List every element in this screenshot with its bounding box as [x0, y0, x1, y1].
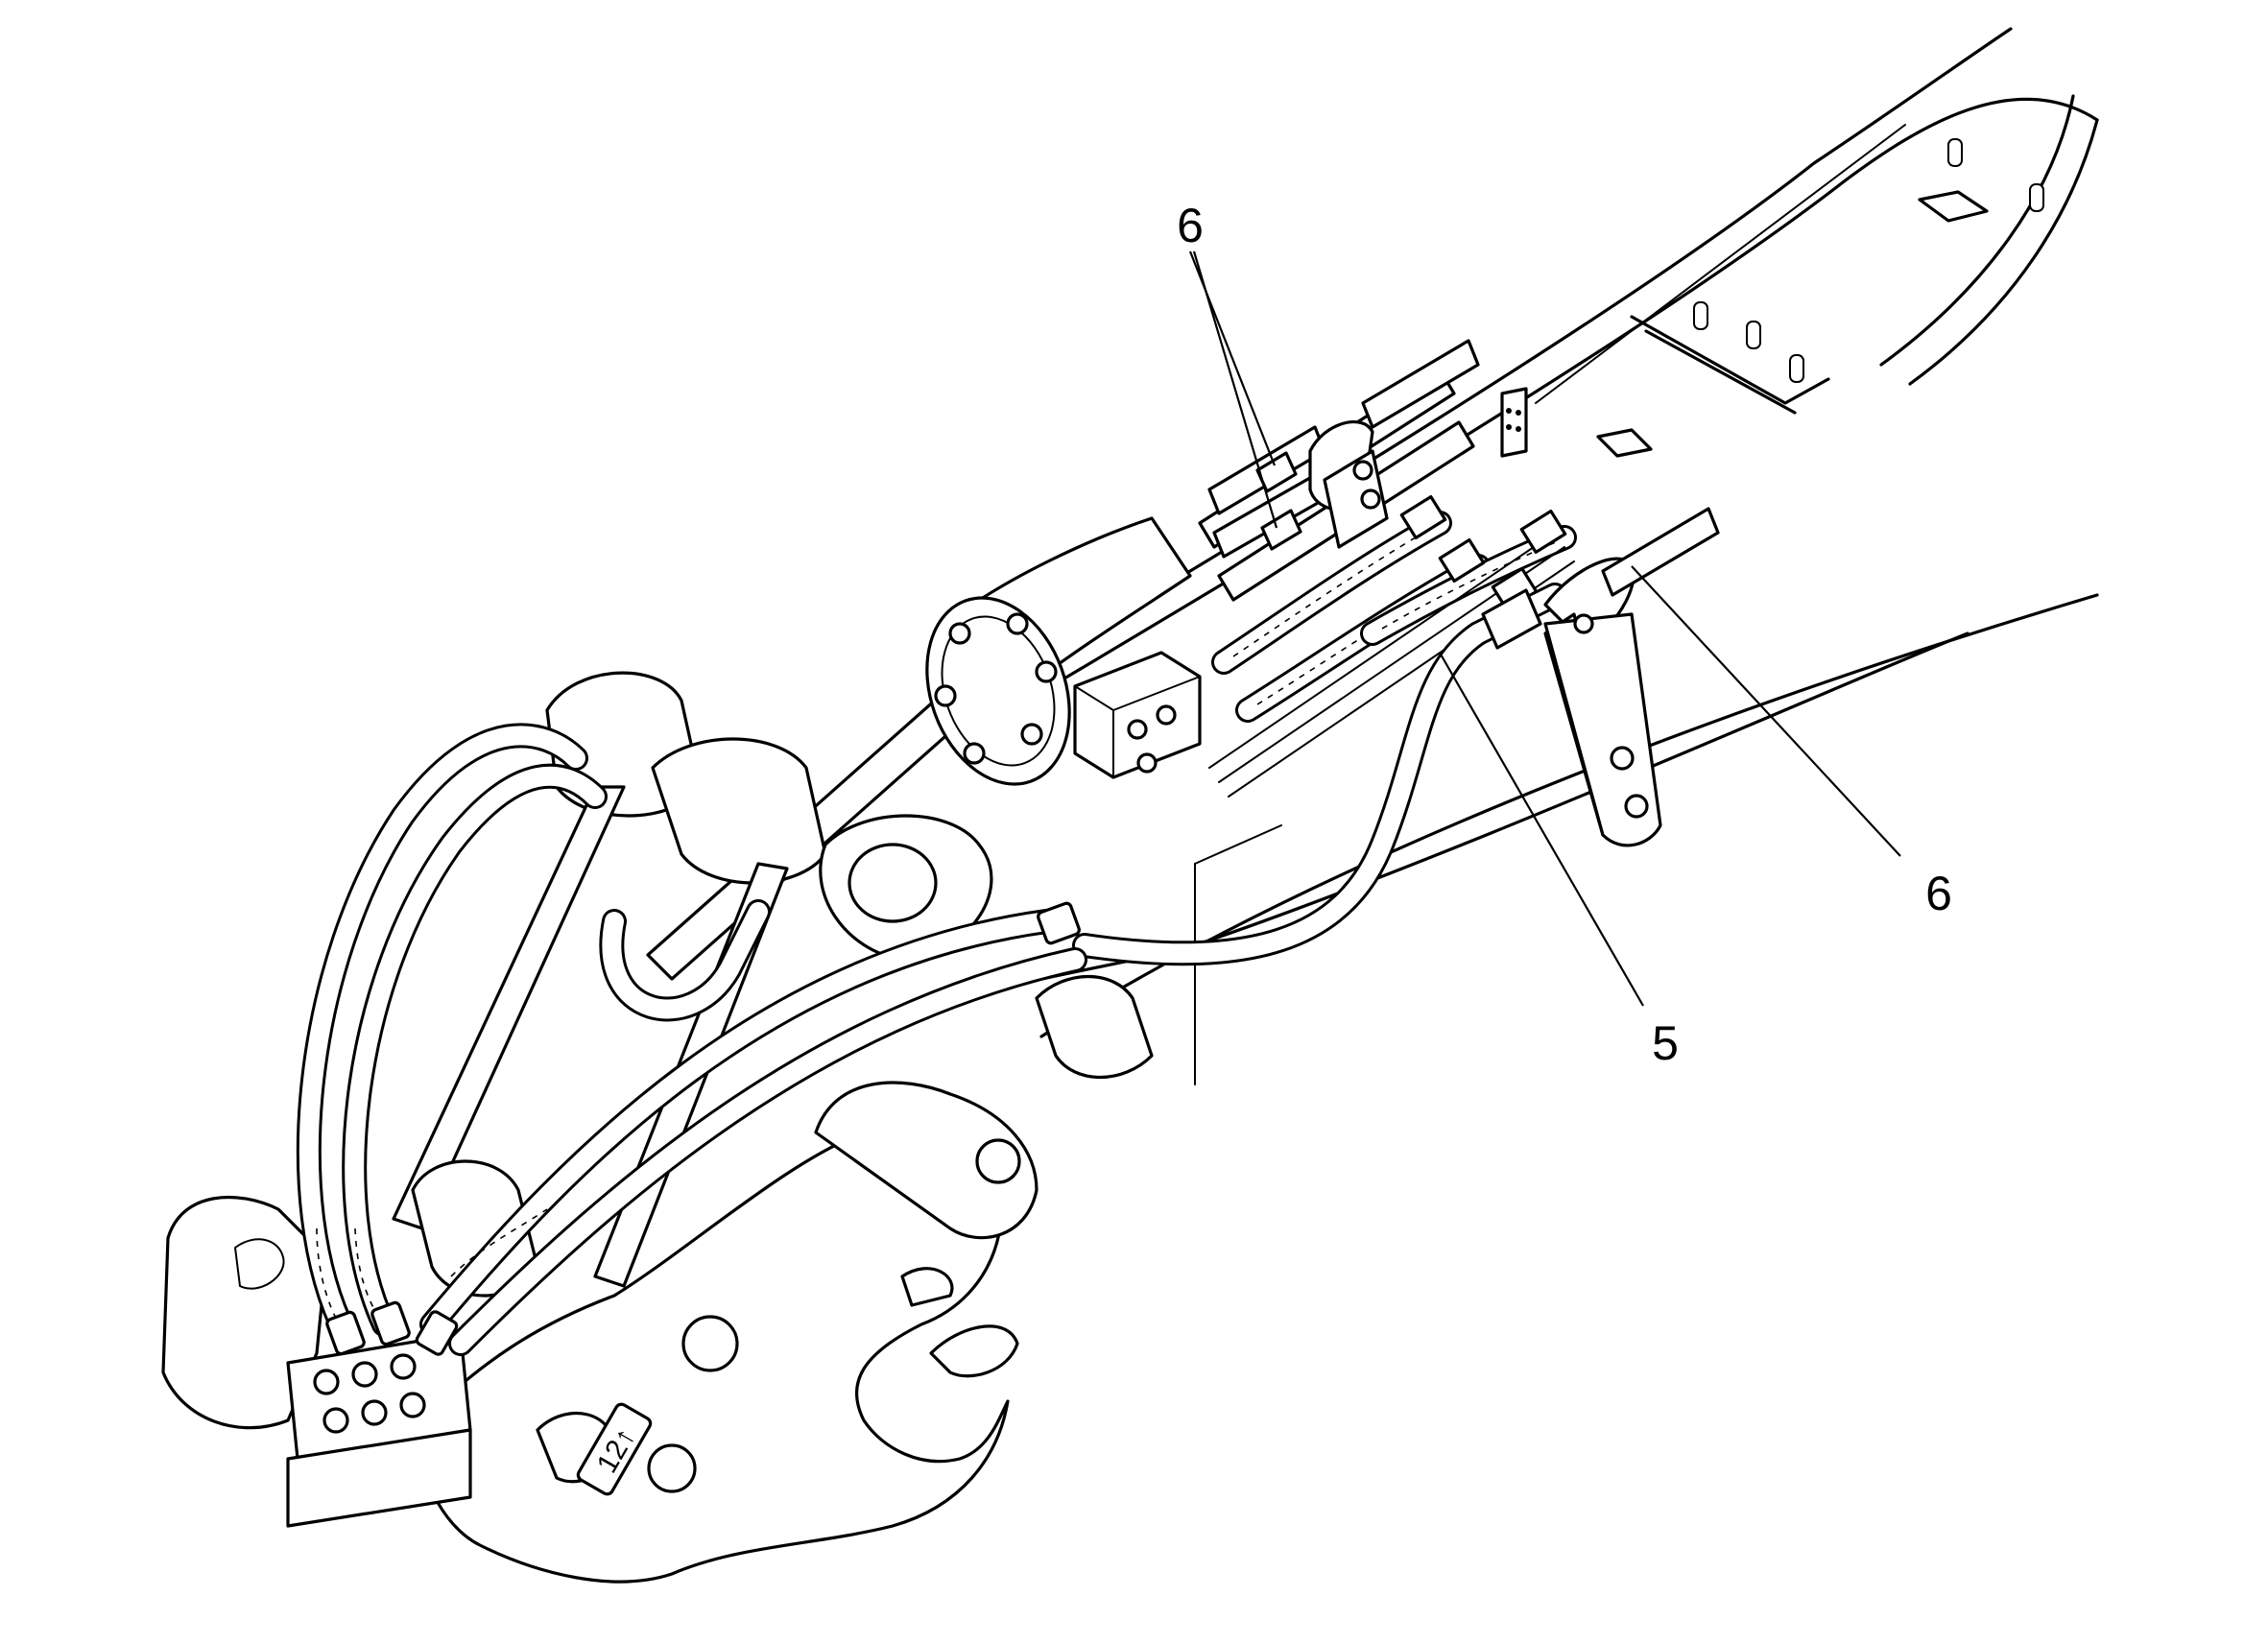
return-hose — [1072, 583, 1567, 966]
callout-label-6-top: 6 — [1177, 199, 1204, 252]
clamp-bracket-right — [1543, 507, 1720, 847]
callout-label-6-right: 6 — [1925, 867, 1952, 920]
hose-bundle — [1208, 494, 1577, 798]
quick-coupler: 12↑ — [161, 1081, 1039, 1584]
callouts: 6 6 5 — [1177, 199, 1952, 1070]
coupler-hoses — [296, 723, 1087, 1356]
callout-label-5: 5 — [1652, 1016, 1679, 1070]
